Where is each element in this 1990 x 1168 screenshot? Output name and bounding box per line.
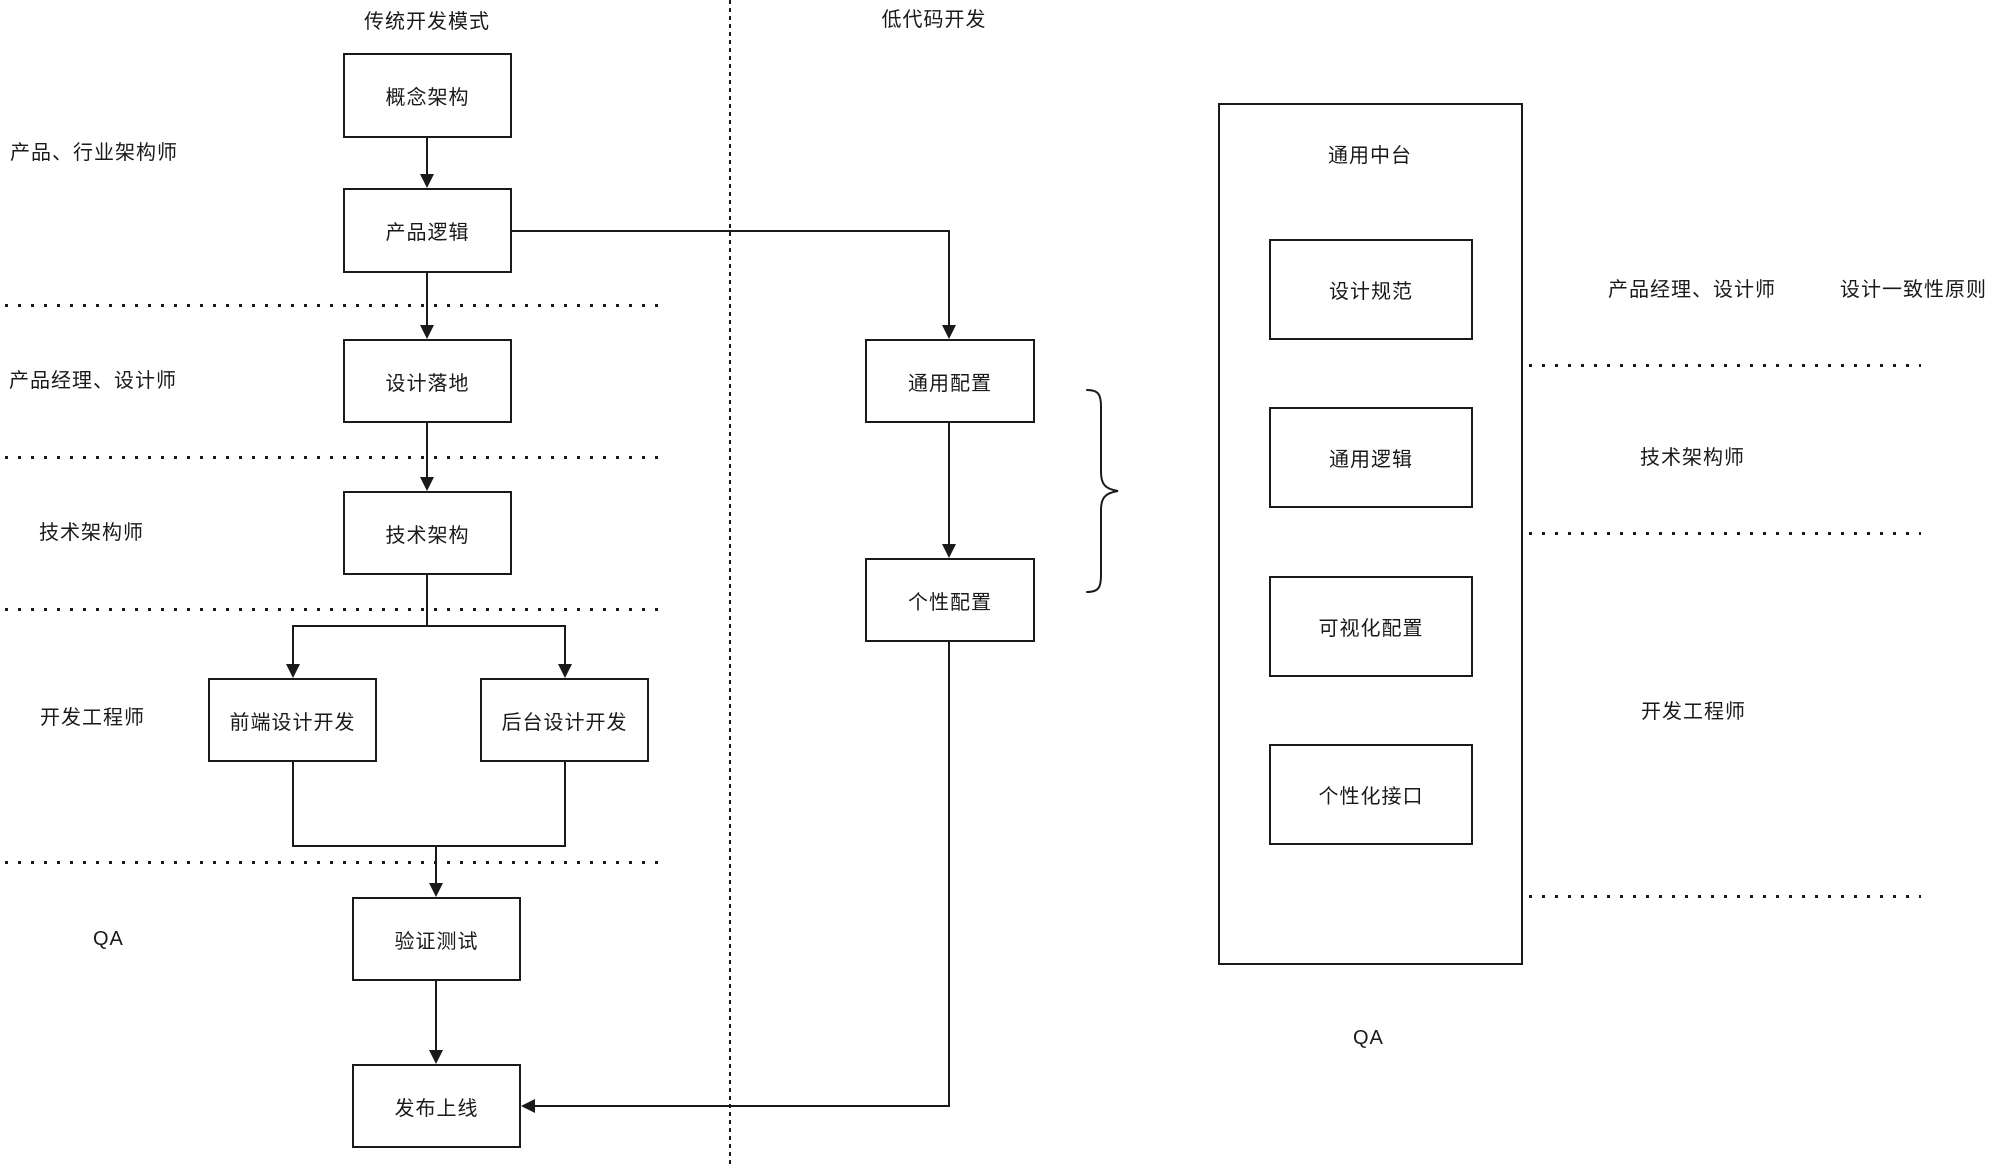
node-design-spec: 设计规范 — [1269, 239, 1473, 340]
node-visual-config: 可视化配置 — [1269, 576, 1473, 677]
arrowhead-productlogic — [420, 174, 434, 188]
lane-separator-left-2 — [5, 456, 660, 459]
connector-productlogic-to-design — [426, 273, 428, 327]
connector-productlogic-to-lowcode-horizontal — [512, 230, 950, 232]
connector-test-to-release — [435, 981, 437, 1052]
connector-techarch-down — [426, 575, 428, 626]
connector-join-to-test — [435, 845, 437, 885]
arrowhead-release — [429, 1050, 443, 1064]
lane-separator-left-3 — [5, 608, 660, 611]
arrowhead-techarch — [420, 477, 434, 491]
node-custom-config: 个性配置 — [865, 558, 1035, 642]
lane-label-dev-engineer: 开发工程师 — [40, 707, 145, 729]
node-backend-dev: 后台设计开发 — [480, 678, 649, 762]
panel-title-middle-platform: 通用中台 — [1328, 145, 1412, 167]
connector-branch-horizontal — [292, 625, 566, 627]
arrowhead-generalconfig — [942, 325, 956, 339]
node-general-config: 通用配置 — [865, 339, 1035, 423]
connector-backend-down — [564, 762, 566, 847]
lane-label-qa-right: QA — [1353, 1027, 1384, 1049]
column-divider-dashed-line — [729, 0, 731, 1168]
lane-separator-right-2 — [1269, 532, 1921, 535]
connector-generalconfig-to-customconfig — [948, 423, 950, 546]
lane-label-right-dev-engineer: 开发工程师 — [1641, 701, 1746, 723]
arrowhead-test — [429, 883, 443, 897]
lane-label-product-manager-designer: 产品经理、设计师 — [9, 370, 177, 392]
column-title-lowcode: 低代码开发 — [881, 9, 987, 31]
column-title-traditional: 传统开发模式 — [364, 11, 490, 33]
connector-frontend-down — [292, 762, 294, 847]
node-tech-architecture: 技术架构 — [343, 491, 512, 575]
connector-branch-right-down — [564, 625, 566, 666]
arrowhead-release-left — [521, 1099, 535, 1113]
connector-join-horizontal — [292, 845, 566, 847]
lane-label-right-product-manager-designer: 产品经理、设计师 — [1608, 279, 1776, 301]
node-concept-architecture: 概念架构 — [343, 53, 512, 138]
arrowhead-frontend — [286, 664, 300, 678]
lane-separator-left-1 — [5, 304, 660, 307]
lane-separator-right-1 — [1269, 364, 1921, 367]
lane-label-qa-left: QA — [93, 928, 124, 950]
lane-label-tech-architect: 技术架构师 — [39, 522, 144, 544]
lane-label-product-industry-architect: 产品、行业架构师 — [10, 142, 178, 164]
arrowhead-design — [420, 325, 434, 339]
node-frontend-dev: 前端设计开发 — [208, 678, 377, 762]
arrowhead-customconfig — [942, 544, 956, 558]
connector-concept-to-productlogic — [426, 138, 428, 178]
node-product-logic: 产品逻辑 — [343, 188, 512, 273]
arrowhead-backend — [558, 664, 572, 678]
connector-lowcode-down — [948, 230, 950, 327]
node-verification-test: 验证测试 — [352, 897, 521, 981]
connector-design-to-techarch — [426, 423, 428, 479]
lane-separator-right-3 — [1269, 895, 1921, 898]
connector-customconfig-to-release-horizontal — [534, 1105, 950, 1107]
connector-customconfig-down — [948, 642, 950, 1107]
node-general-logic: 通用逻辑 — [1269, 407, 1473, 508]
node-design-implementation: 设计落地 — [343, 339, 512, 423]
node-release-launch: 发布上线 — [352, 1064, 521, 1148]
lane-label-right-tech-architect: 技术架构师 — [1640, 447, 1745, 469]
connector-branch-left-down — [292, 625, 294, 666]
lane-separator-left-4 — [5, 861, 660, 864]
node-custom-interface: 个性化接口 — [1269, 744, 1473, 845]
lane-label-design-consistency-principle: 设计一致性原则 — [1840, 279, 1987, 301]
brace-config-group — [1086, 389, 1119, 593]
